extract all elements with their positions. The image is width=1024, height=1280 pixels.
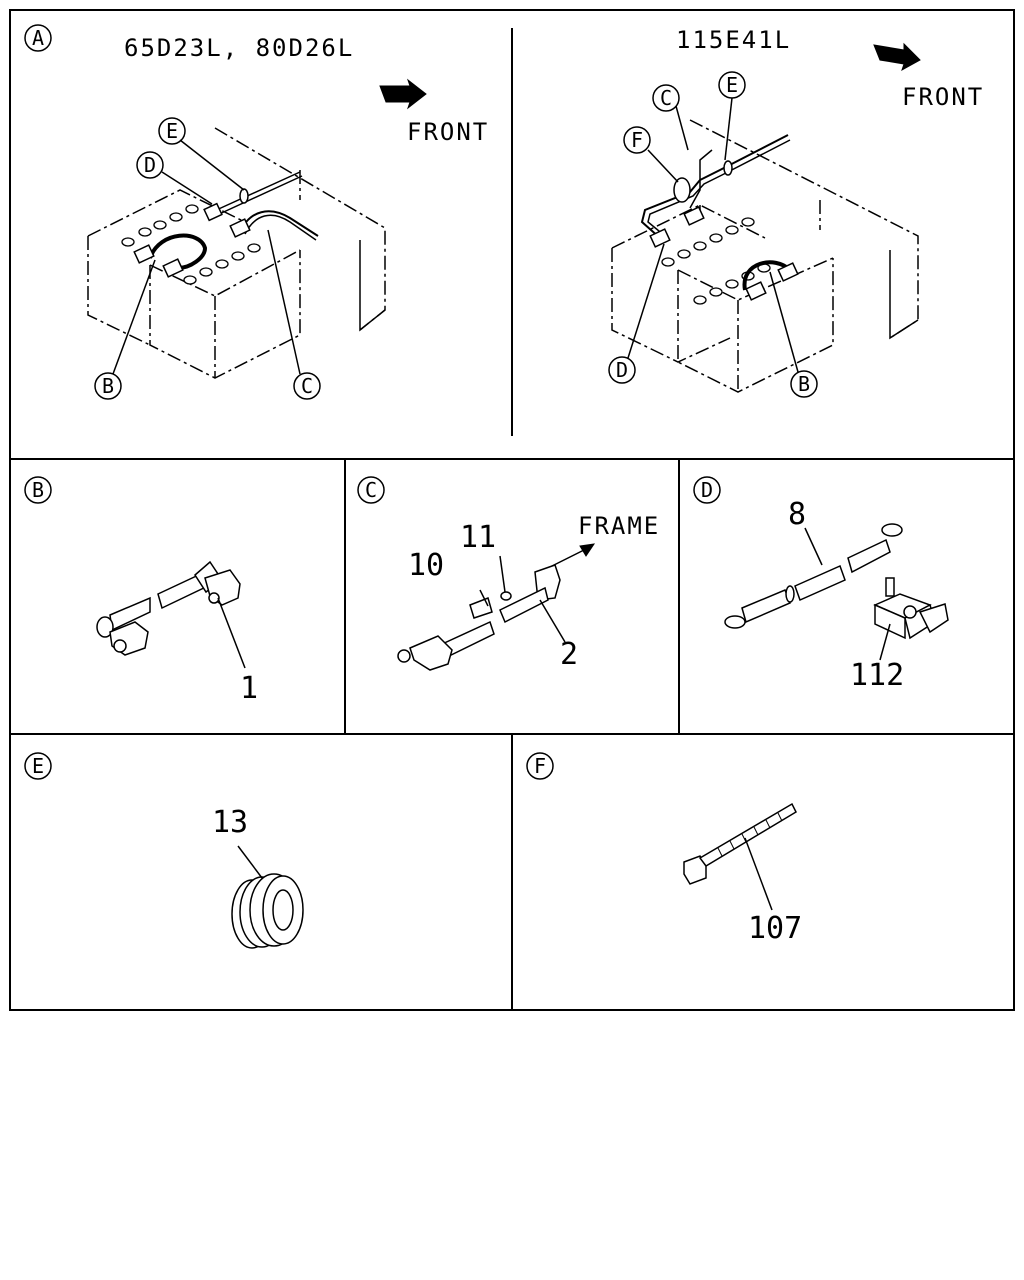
svg-text:F: F	[631, 128, 643, 152]
front-label-left: FRONT	[407, 118, 489, 146]
battery-assembly-right	[611, 97, 919, 393]
svg-text:D: D	[701, 478, 713, 502]
front-arrow-icon	[873, 42, 921, 72]
part-number-13: 13	[212, 805, 248, 840]
svg-text:D: D	[616, 358, 628, 382]
panel-d-marker: D	[693, 476, 721, 504]
panel-c-marker: C	[357, 476, 385, 504]
frame-label: FRAME	[578, 512, 660, 540]
front-arrow-icon	[379, 78, 427, 110]
panel-frames	[9, 9, 1015, 1011]
callout-b-right: B	[790, 370, 818, 398]
svg-text:E: E	[32, 754, 44, 778]
frame-arrow-icon	[551, 543, 596, 567]
svg-text:C: C	[365, 478, 377, 502]
battery-type-right: 115E41L	[676, 26, 791, 54]
part-number-10: 10	[408, 548, 444, 583]
svg-text:C: C	[660, 86, 672, 110]
panel-e: E 13	[24, 752, 304, 949]
callout-c-right: C	[652, 84, 680, 112]
cable-tie-part	[683, 802, 797, 911]
panel-e-marker: E	[24, 752, 52, 780]
battery-cable-part	[96, 560, 246, 669]
svg-text:E: E	[166, 119, 178, 143]
callout-e-left: E	[158, 117, 186, 145]
panel-b: B 1	[24, 476, 258, 706]
svg-text:C: C	[301, 374, 313, 398]
callout-c-left: C	[293, 372, 321, 400]
battery-assembly-left	[87, 127, 386, 379]
svg-text:B: B	[798, 372, 810, 396]
part-number-1: 1	[240, 671, 258, 706]
callout-b-left: B	[94, 372, 122, 400]
part-number-11: 11	[460, 520, 496, 555]
callout-f-right: F	[623, 126, 651, 154]
panel-d: D 8 112	[693, 476, 949, 693]
svg-text:F: F	[534, 754, 546, 778]
callout-d-left: D	[136, 151, 164, 179]
part-number-112: 112	[850, 658, 904, 693]
panel-a: A 65D23L, 80D26L 115E41L FRONT FRONT	[24, 24, 984, 400]
svg-text:D: D	[144, 153, 156, 177]
battery-type-left: 65D23L, 80D26L	[124, 34, 354, 62]
callout-d-right: D	[608, 356, 636, 384]
grommet-part	[231, 845, 304, 949]
svg-text:B: B	[32, 478, 44, 502]
svg-text:A: A	[32, 26, 44, 50]
svg-text:E: E	[726, 73, 738, 97]
callout-e-right: E	[718, 71, 746, 99]
cable-and-terminal-part	[724, 523, 949, 661]
panel-c: C FRAME 10 11 2	[357, 476, 660, 672]
panel-a-marker: A	[24, 24, 52, 52]
part-number-107: 107	[748, 911, 802, 946]
panel-b-marker: B	[24, 476, 52, 504]
front-label-right: FRONT	[902, 83, 984, 111]
part-number-8: 8	[788, 497, 806, 532]
svg-text:B: B	[102, 374, 114, 398]
part-number-2: 2	[560, 637, 578, 672]
panel-f: F 107	[526, 752, 802, 946]
panel-f-marker: F	[526, 752, 554, 780]
ground-cable-part	[397, 555, 566, 671]
